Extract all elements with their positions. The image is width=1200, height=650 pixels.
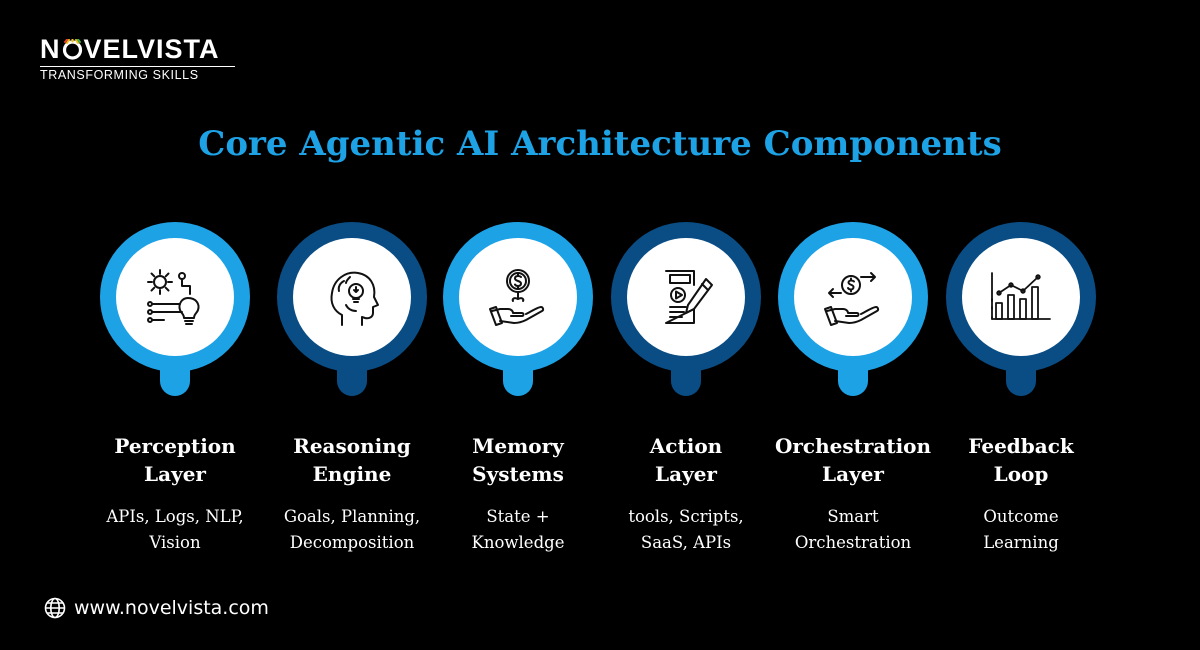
components-row: Perception Layer APIs, Logs, NLP, Vision	[0, 222, 1200, 582]
head-bulb-icon	[293, 238, 411, 356]
component-action-layer: Action Layer tools, Scripts, SaaS, APIs	[601, 222, 771, 556]
hand-exchange-icon	[794, 238, 912, 356]
bar-chart-trend-icon	[962, 238, 1080, 356]
brand-name: N VELVISTA	[40, 34, 235, 64]
component-description: Goals, Planning, Decomposition	[283, 507, 421, 552]
page-title: Core Agentic AI Architecture Components	[198, 124, 1002, 164]
gear-circuit-bulb-icon	[116, 238, 234, 356]
sun-icon	[62, 38, 83, 60]
component-title: Memory Systems	[472, 434, 564, 486]
component-orchestration-layer: Orchestration Layer Smart Orchestration	[768, 222, 938, 556]
pin-marker	[778, 222, 928, 398]
brand-tagline: TRANSFORMING SKILLS	[40, 66, 235, 82]
component-description: Outcome Learning	[983, 507, 1059, 552]
website-url[interactable]: www.novelvista.com	[74, 597, 269, 619]
pin-marker	[277, 222, 427, 398]
brand-name-start: N	[40, 34, 61, 64]
brand-logo: N VELVISTA TRANSFORMING SKILLS	[40, 34, 235, 82]
component-title: Perception Layer	[114, 434, 236, 486]
hand-coin-icon	[459, 238, 577, 356]
component-feedback-loop: Feedback Loop Outcome Learning	[936, 222, 1106, 556]
component-title: Orchestration Layer	[774, 434, 932, 486]
component-description: APIs, Logs, NLP, Vision	[106, 507, 244, 552]
component-memory-systems: Memory Systems State + Knowledge	[433, 222, 603, 556]
component-description: Smart Orchestration	[794, 507, 912, 552]
pin-marker	[946, 222, 1096, 398]
component-title: Feedback Loop	[968, 434, 1074, 486]
component-description: tools, Scripts, SaaS, APIs	[628, 507, 744, 552]
globe-icon	[44, 597, 66, 619]
brand-name-end: VELVISTA	[83, 34, 220, 64]
component-title: Reasoning Engine	[293, 434, 411, 486]
pin-marker	[611, 222, 761, 398]
pin-marker	[100, 222, 250, 398]
component-reasoning-engine: Reasoning Engine Goals, Planning, Decomp…	[267, 222, 437, 556]
pin-marker	[443, 222, 593, 398]
document-pen-icon	[627, 238, 745, 356]
component-perception-layer: Perception Layer APIs, Logs, NLP, Vision	[90, 222, 260, 556]
component-title: Action Layer	[649, 434, 723, 486]
component-description: State + Knowledge	[471, 507, 565, 552]
website-link[interactable]: www.novelvista.com	[44, 597, 269, 619]
